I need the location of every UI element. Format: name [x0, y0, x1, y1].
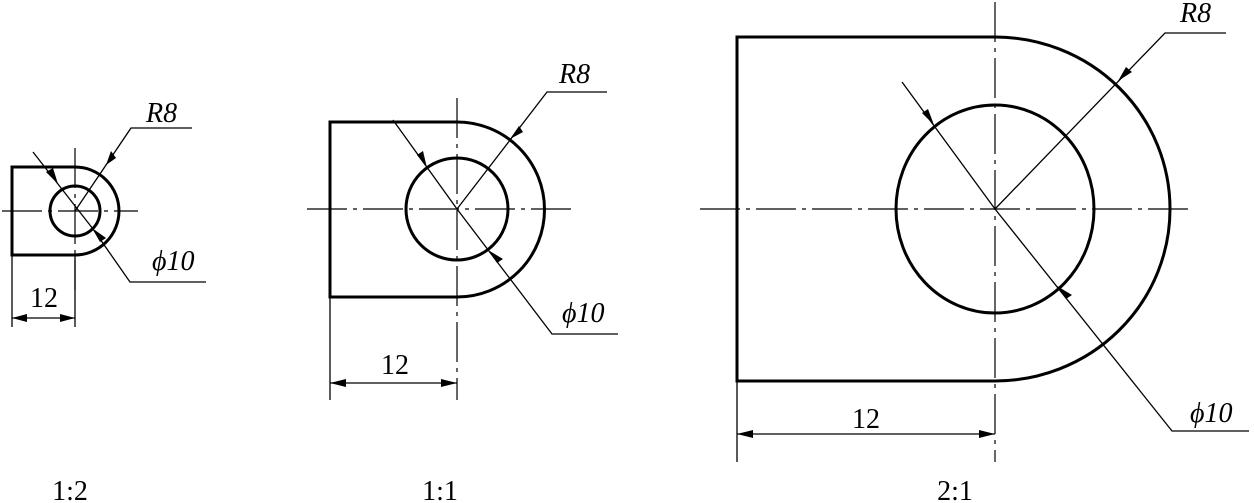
dimension-arrow-left [12, 314, 27, 322]
view-scale-2-1: R8 ϕ10 12 2:1 [700, 0, 1249, 503]
radius-arrowhead [106, 151, 116, 165]
radius-leader [994, 32, 1226, 210]
diameter-arrowhead-2 [488, 250, 503, 263]
outer-arc [74, 165, 121, 257]
diameter-label: ϕ10 [1190, 398, 1233, 429]
outer-arc [994, 35, 1172, 383]
scale-caption: 2:1 [937, 476, 973, 503]
radius-arrowhead [1118, 67, 1132, 81]
radius-label: R8 [558, 59, 590, 90]
diameter-label: ϕ10 [152, 246, 195, 277]
diameter-arrowhead-2 [1057, 286, 1072, 299]
length-label: 12 [852, 404, 880, 435]
diameter-leader [901, 81, 1249, 432]
hole-circle [404, 156, 510, 262]
diameter-arrowhead-1 [922, 109, 934, 125]
dimension-arrow-right [60, 314, 75, 322]
length-label: 12 [381, 350, 409, 381]
outer-arc [456, 120, 546, 299]
radius-leader [456, 91, 607, 210]
part-outline [735, 35, 995, 383]
hole-circle [894, 103, 1096, 315]
part-outline [328, 120, 457, 299]
part-outline [10, 165, 75, 257]
scale-caption: 1:1 [422, 476, 458, 503]
dimension-arrow-left [737, 430, 753, 438]
scale-caption: 1:2 [52, 476, 88, 503]
diameter-arrowhead-1 [417, 151, 427, 168]
radius-leader [74, 127, 192, 212]
radius-label: R8 [145, 98, 177, 129]
hole-circle [48, 184, 102, 238]
view-scale-1-2: R8 ϕ10 12 1:2 [2, 98, 206, 503]
dimension-arrow-left [330, 379, 346, 387]
diameter-arrowhead-2 [92, 228, 106, 242]
radius-label: R8 [1179, 0, 1211, 29]
diameter-leader [32, 151, 206, 283]
view-scale-1-1: R8 ϕ10 12 1:1 [307, 59, 618, 503]
radius-arrowhead [510, 126, 523, 139]
diameter-label: ϕ10 [562, 298, 605, 329]
dimension-arrow-right [441, 379, 457, 387]
dimension-arrow-right [979, 430, 995, 438]
diameter-arrowhead-1 [46, 168, 58, 184]
length-label: 12 [30, 283, 58, 314]
